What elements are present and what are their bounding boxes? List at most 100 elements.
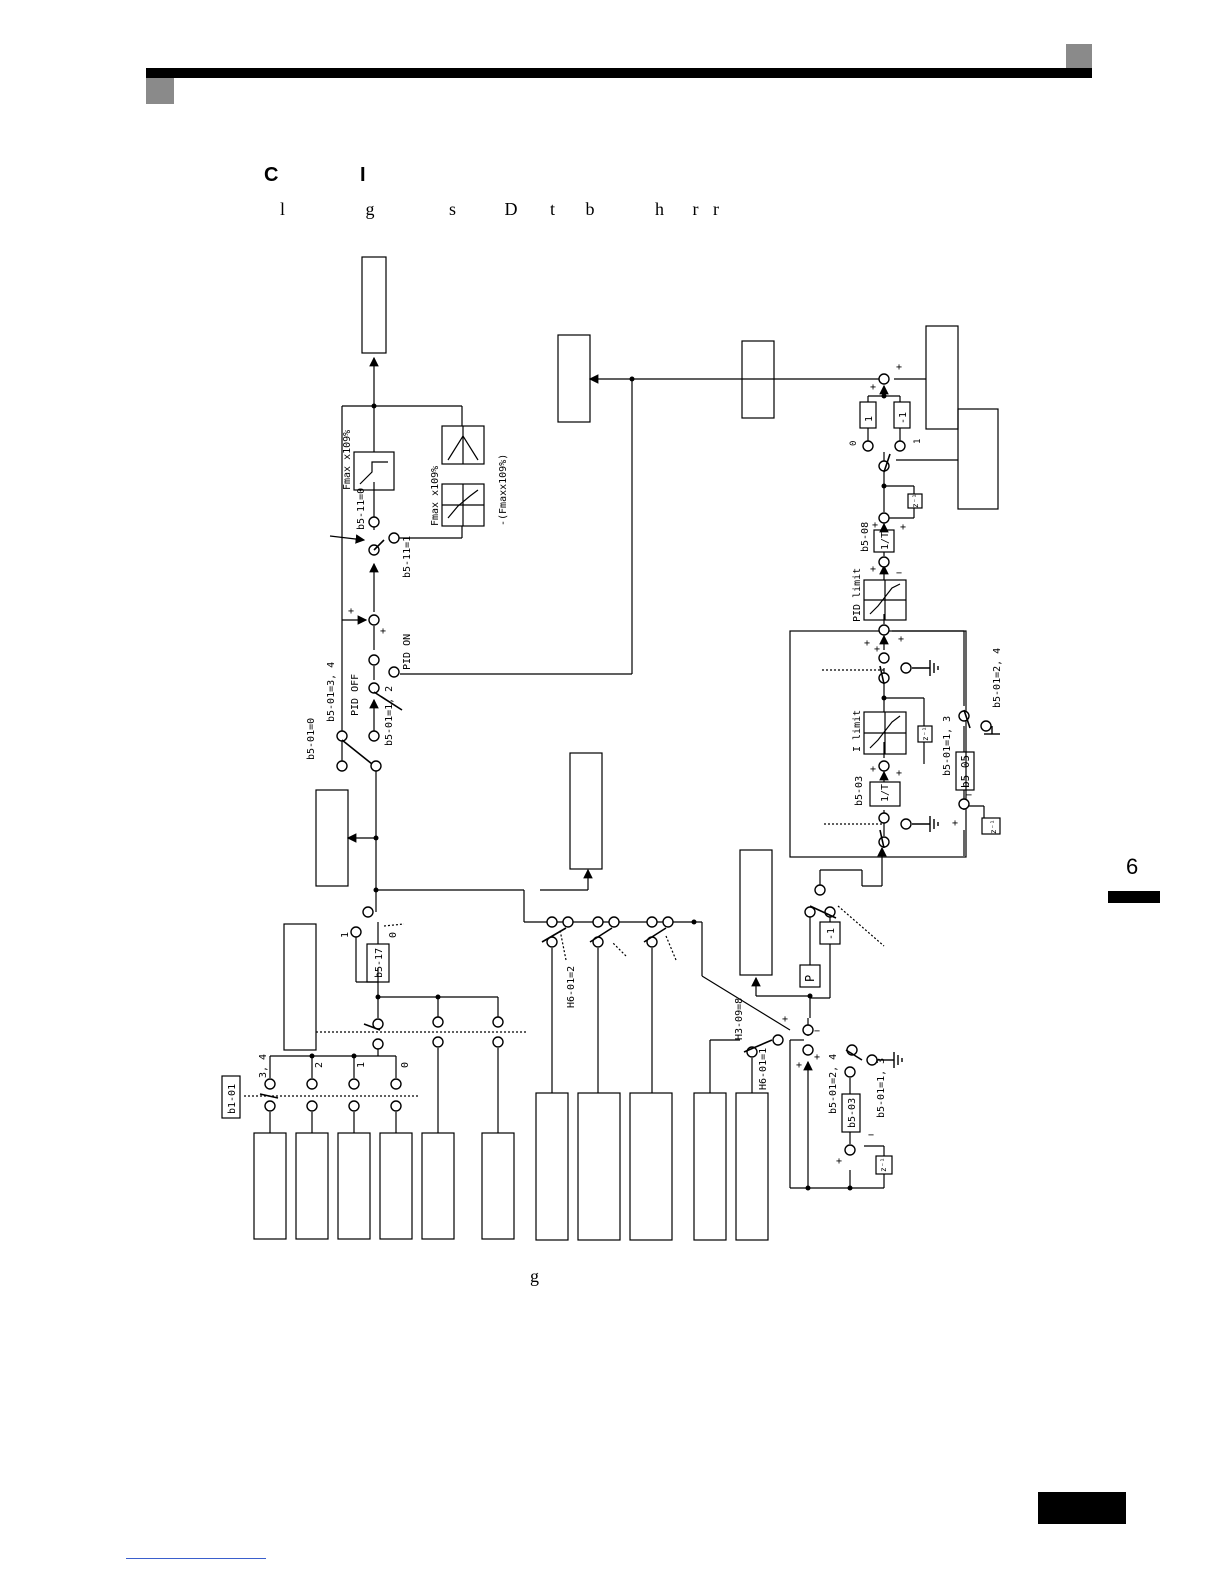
chapter-number: 6 xyxy=(1126,854,1139,879)
contact xyxy=(348,1100,360,1112)
contact xyxy=(492,1036,504,1048)
input-box xyxy=(577,1092,621,1241)
label-frac-t-a: 1/T xyxy=(880,784,891,802)
sign-plus: + xyxy=(836,1156,842,1167)
contact xyxy=(368,730,380,742)
input-box xyxy=(693,1092,727,1241)
subtitle-letter: b xyxy=(585,199,595,219)
contact xyxy=(390,1078,402,1090)
contact xyxy=(370,760,382,772)
contact xyxy=(388,666,400,678)
sign-plus: + xyxy=(864,638,870,649)
sign-minus: − xyxy=(814,1026,820,1037)
contact xyxy=(306,1078,318,1090)
label-b5-01-12: b5-01=1, 2 xyxy=(384,686,395,746)
sign-minus: − xyxy=(868,1130,874,1141)
sign-minus: − xyxy=(966,790,972,801)
contact xyxy=(336,730,348,742)
summing-point xyxy=(878,373,890,385)
contact xyxy=(388,532,400,544)
contact xyxy=(900,662,912,674)
heading-letter: I xyxy=(360,164,366,186)
section-heading: C I xyxy=(264,164,366,187)
label-b5-01-0: b5-01=0 xyxy=(306,718,317,760)
label-b5-11-1: b5-11=1 xyxy=(402,536,413,578)
contact xyxy=(348,1078,360,1090)
contact xyxy=(562,916,574,928)
sign-plus: + xyxy=(952,818,958,829)
label-b5-01-24-b: b5-01=2, 4 xyxy=(992,648,1003,708)
sign-plus: + xyxy=(898,634,904,645)
label-z-inv-c: z⁻¹ xyxy=(911,494,920,508)
sign-plus: + xyxy=(348,606,354,617)
sign-plus: + xyxy=(874,644,880,655)
label-h6-01-1: H6-01=1 xyxy=(758,1048,769,1090)
contact xyxy=(900,818,912,830)
figure-caption: g xyxy=(530,1266,539,1286)
label-fmax-109-b: Fmax x109% xyxy=(430,466,441,526)
label-z-inv-b: z⁻¹ xyxy=(989,820,998,834)
input-box xyxy=(481,1132,515,1240)
subtitle-letter: t xyxy=(550,199,556,219)
label-b5-01-34: b5-01=3, 4 xyxy=(326,662,337,722)
input-box xyxy=(379,1132,413,1240)
label-b5-17: b5-17 xyxy=(374,948,385,978)
output-box xyxy=(739,849,773,976)
label-neg-fmax: -(Fmaxx109%) xyxy=(498,454,509,526)
output-box xyxy=(957,408,999,510)
label-i-limit: I limit xyxy=(852,710,863,752)
subtitle-letter: r xyxy=(713,199,720,219)
label-b5-03-a: b5-03 xyxy=(847,1098,858,1128)
contact xyxy=(592,916,604,928)
contact xyxy=(264,1078,276,1090)
label-frac-t-b: 1/T xyxy=(880,532,891,550)
contact xyxy=(336,760,348,772)
input-box xyxy=(253,1132,287,1240)
label-b5-01-24-a: b5-01=2, 4 xyxy=(828,1054,839,1114)
sign-plus: + xyxy=(870,764,876,775)
label-pid-limit: PID limit xyxy=(852,568,863,622)
label-pid-off: PID OFF xyxy=(350,674,361,716)
label-b5-11-0: b5-11=0 xyxy=(356,488,367,530)
label-pid-on: PID ON xyxy=(402,634,413,670)
label-h6-01-2: H6-01=2 xyxy=(566,966,577,1008)
sign-plus: + xyxy=(896,768,902,779)
label-b517-0: 0 xyxy=(388,932,399,938)
neg-one-block xyxy=(893,401,911,429)
label-neg1-b: -1 xyxy=(898,412,909,424)
subtitle-letter: h xyxy=(655,199,665,219)
b5-03-block xyxy=(841,1093,861,1133)
label-sw-1: 1 xyxy=(913,439,923,444)
contact xyxy=(772,1034,784,1046)
footer-link[interactable] xyxy=(126,1558,266,1559)
contact xyxy=(432,1036,444,1048)
contact xyxy=(362,906,374,918)
sign-plus: + xyxy=(796,1060,802,1071)
output-box xyxy=(283,923,317,1051)
heading-letter: C xyxy=(264,164,279,186)
sign-plus: + xyxy=(900,522,906,533)
label-z-inv-d: z⁻¹ xyxy=(879,1158,888,1172)
subtitle-letter: D xyxy=(504,199,518,219)
label-b5-08: b5-08 xyxy=(860,522,871,552)
contact xyxy=(608,916,620,928)
subtitle-letter: s xyxy=(449,199,457,219)
label-sel-2: 2 xyxy=(314,1062,325,1068)
input-box xyxy=(337,1132,371,1240)
contact xyxy=(646,916,658,928)
label-sw-0: 0 xyxy=(849,441,859,446)
label-one-block: 1 xyxy=(864,416,875,422)
one-block xyxy=(859,401,877,429)
corner-marker-top xyxy=(1066,44,1092,70)
label-b5-05: b5-05 xyxy=(959,755,972,788)
contact xyxy=(844,1066,856,1078)
contact xyxy=(866,1054,878,1066)
contact xyxy=(372,1038,384,1050)
label-h3-09-8: H3-09=8 xyxy=(734,998,745,1040)
contact xyxy=(368,654,380,666)
page-number-box xyxy=(1038,1492,1126,1524)
contact xyxy=(432,1016,444,1028)
contact xyxy=(368,516,380,528)
subtitle-letter: r xyxy=(692,199,699,219)
